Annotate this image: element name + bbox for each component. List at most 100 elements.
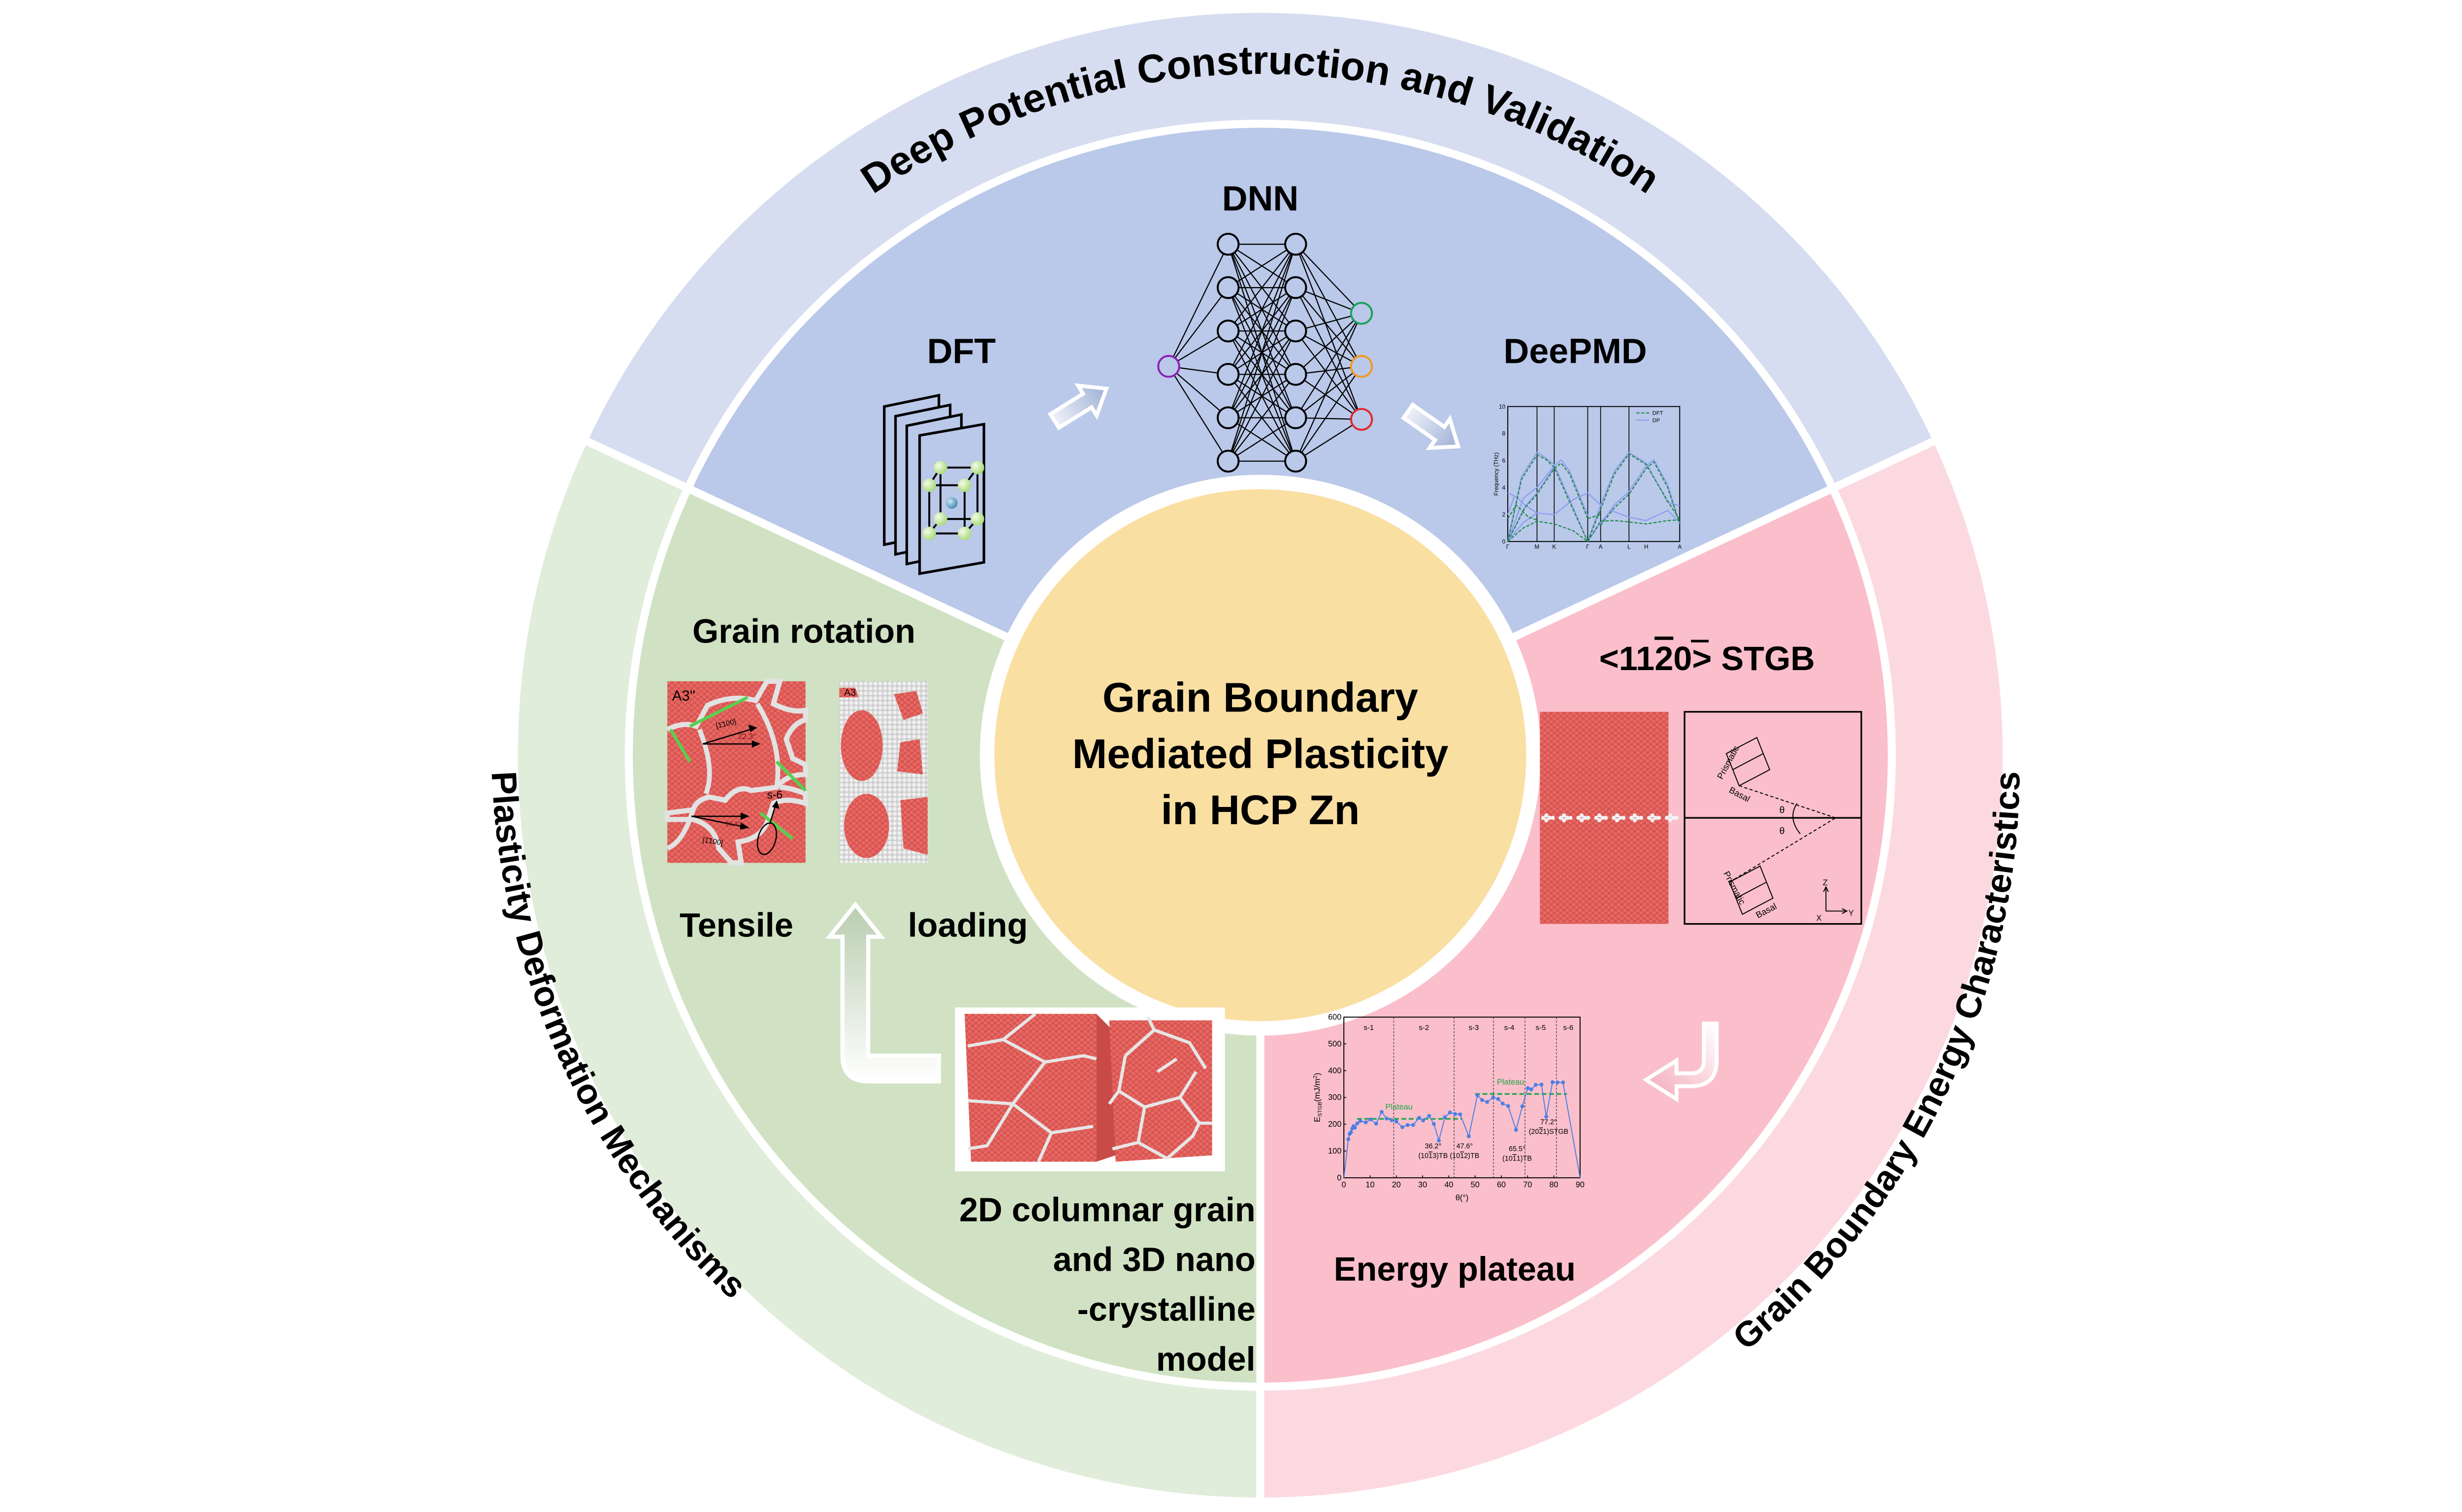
- data-point: [1520, 1104, 1524, 1108]
- x-tick-label: A: [1678, 544, 1682, 550]
- annotation-plane: (2021)STGB: [1529, 1128, 1569, 1136]
- x-axis-label: θ(°): [1456, 1193, 1468, 1202]
- dispersion-branch-dp: [1507, 495, 1516, 515]
- tensile-label: Tensile: [680, 906, 793, 944]
- data-point: [1355, 1121, 1360, 1126]
- dispersion-branch-dft: [1587, 453, 1681, 542]
- outer-ring-top: [587, 13, 1933, 488]
- annotation-angle: 77.2°: [1540, 1118, 1557, 1126]
- model-label: 2D columnar grain and 3D nano -crystalli…: [959, 1190, 1256, 1378]
- nn-hidden-node: [1217, 320, 1240, 343]
- y-tick-label: 100: [1328, 1147, 1341, 1156]
- axis-x-label: X: [1816, 914, 1822, 923]
- md-snapshot-a3: A3: [839, 681, 928, 863]
- nn-hidden-node: [1284, 232, 1307, 256]
- sector-right: <1120> STGB Prismatic Basal θ θ: [1312, 640, 1862, 1288]
- nn-hidden-node: [1217, 406, 1240, 429]
- plot-frame: [1507, 406, 1681, 542]
- y-tick-label: 6: [1502, 458, 1506, 464]
- data-point: [1551, 1080, 1555, 1084]
- x-tick-label: 10: [1365, 1181, 1374, 1190]
- data-point: [1411, 1123, 1415, 1127]
- dispersion-branch-dft: [1507, 454, 1588, 542]
- gb-atom: [1674, 815, 1679, 820]
- data-point: [1555, 1080, 1560, 1085]
- dispersion-branch-dft: [1507, 462, 1588, 542]
- data-point: [1346, 1137, 1351, 1141]
- data-point: [1539, 1082, 1544, 1087]
- nn-hidden-node: [1217, 232, 1240, 256]
- annotation-angle: 36.2°: [1425, 1142, 1442, 1150]
- dispersion-branch-dp: [1507, 492, 1538, 514]
- x-tick-label: 20: [1392, 1181, 1401, 1190]
- gb-atom: [1579, 813, 1584, 818]
- gb-atom: [1551, 815, 1555, 820]
- gb-atom: [1668, 813, 1672, 818]
- data-point: [1496, 1097, 1500, 1101]
- panel-label-a3: A3: [844, 687, 856, 698]
- section-label: s-5: [1536, 1024, 1546, 1032]
- y-tick-label: 8: [1502, 431, 1506, 437]
- gb-atom: [1544, 813, 1549, 818]
- section-label: s-3: [1469, 1024, 1479, 1032]
- nn-hidden-node: [1284, 276, 1307, 299]
- gb-atom: [1597, 813, 1602, 818]
- data-point: [1417, 1116, 1422, 1120]
- data-point: [1506, 1104, 1510, 1108]
- arrow-up-icon: [825, 901, 941, 1084]
- data-point: [1544, 1115, 1549, 1119]
- nn-output-node: [1350, 302, 1373, 325]
- legend-label: DFT: [1652, 411, 1663, 417]
- gb-atom: [1621, 815, 1626, 820]
- x-tick-label: M: [1535, 544, 1540, 550]
- inner-sector-top: [688, 124, 1833, 755]
- data-point: [1380, 1110, 1384, 1114]
- data-point: [1561, 1080, 1565, 1085]
- gb-atom: [1647, 815, 1652, 820]
- data-point: [1448, 1110, 1452, 1115]
- gb-atom: [1541, 815, 1546, 820]
- dispersion-branch-dp: [1507, 451, 1588, 542]
- gb-atom: [1618, 815, 1622, 820]
- sector-top: DNN DFT DeePMD: [883, 179, 1682, 576]
- data-point: [1500, 1101, 1505, 1106]
- nn-hidden-node: [1217, 276, 1240, 299]
- columnar-grain-model: [965, 1012, 1116, 1162]
- data-point: [1529, 1087, 1533, 1092]
- nn-hidden-node: [1284, 320, 1307, 343]
- marker-s6: s-6: [767, 788, 783, 801]
- data-point: [1405, 1123, 1410, 1127]
- data-point: [1385, 1117, 1389, 1121]
- direction-label-bottom: [1̄100]: [702, 836, 724, 847]
- gb-atom: [1565, 815, 1570, 820]
- data-point: [1480, 1098, 1485, 1102]
- gb-atom: [1632, 818, 1637, 823]
- axis-y-label: Y: [1848, 909, 1854, 918]
- dft-stack-icon: [883, 393, 985, 576]
- data-point: [1514, 1127, 1518, 1132]
- data-point: [1374, 1122, 1378, 1126]
- dispersion-branch-dp: [1600, 459, 1681, 524]
- stgb-label: <1120> STGB: [1599, 640, 1815, 677]
- y-tick-label: 500: [1328, 1039, 1341, 1048]
- gb-atom: [1629, 815, 1634, 820]
- nn-hidden-node: [1284, 406, 1307, 429]
- data-point: [1400, 1125, 1404, 1129]
- arrow-right-icon: [1047, 383, 1109, 431]
- energy-plateau-label: Energy plateau: [1334, 1250, 1576, 1288]
- dispersion-branch-dft: [1507, 504, 1537, 521]
- section-label: s-1: [1363, 1024, 1374, 1032]
- annotation-angle: 47.6°: [1457, 1142, 1473, 1150]
- nn-hidden-node: [1217, 450, 1240, 473]
- x-tick-label: 90: [1576, 1181, 1585, 1190]
- gb-atom: [1664, 815, 1669, 820]
- gb-atom: [1600, 815, 1605, 820]
- gb-atom: [1586, 815, 1590, 820]
- gb-atom: [1615, 818, 1620, 823]
- model-label-line-1: 2D columnar grain: [959, 1190, 1256, 1228]
- center-title-line-2: Mediated Plasticity: [1072, 730, 1449, 777]
- arrow-right-icon: [1400, 402, 1461, 450]
- gb-atom: [1650, 813, 1655, 818]
- dispersion-branch-dft: [1587, 514, 1601, 519]
